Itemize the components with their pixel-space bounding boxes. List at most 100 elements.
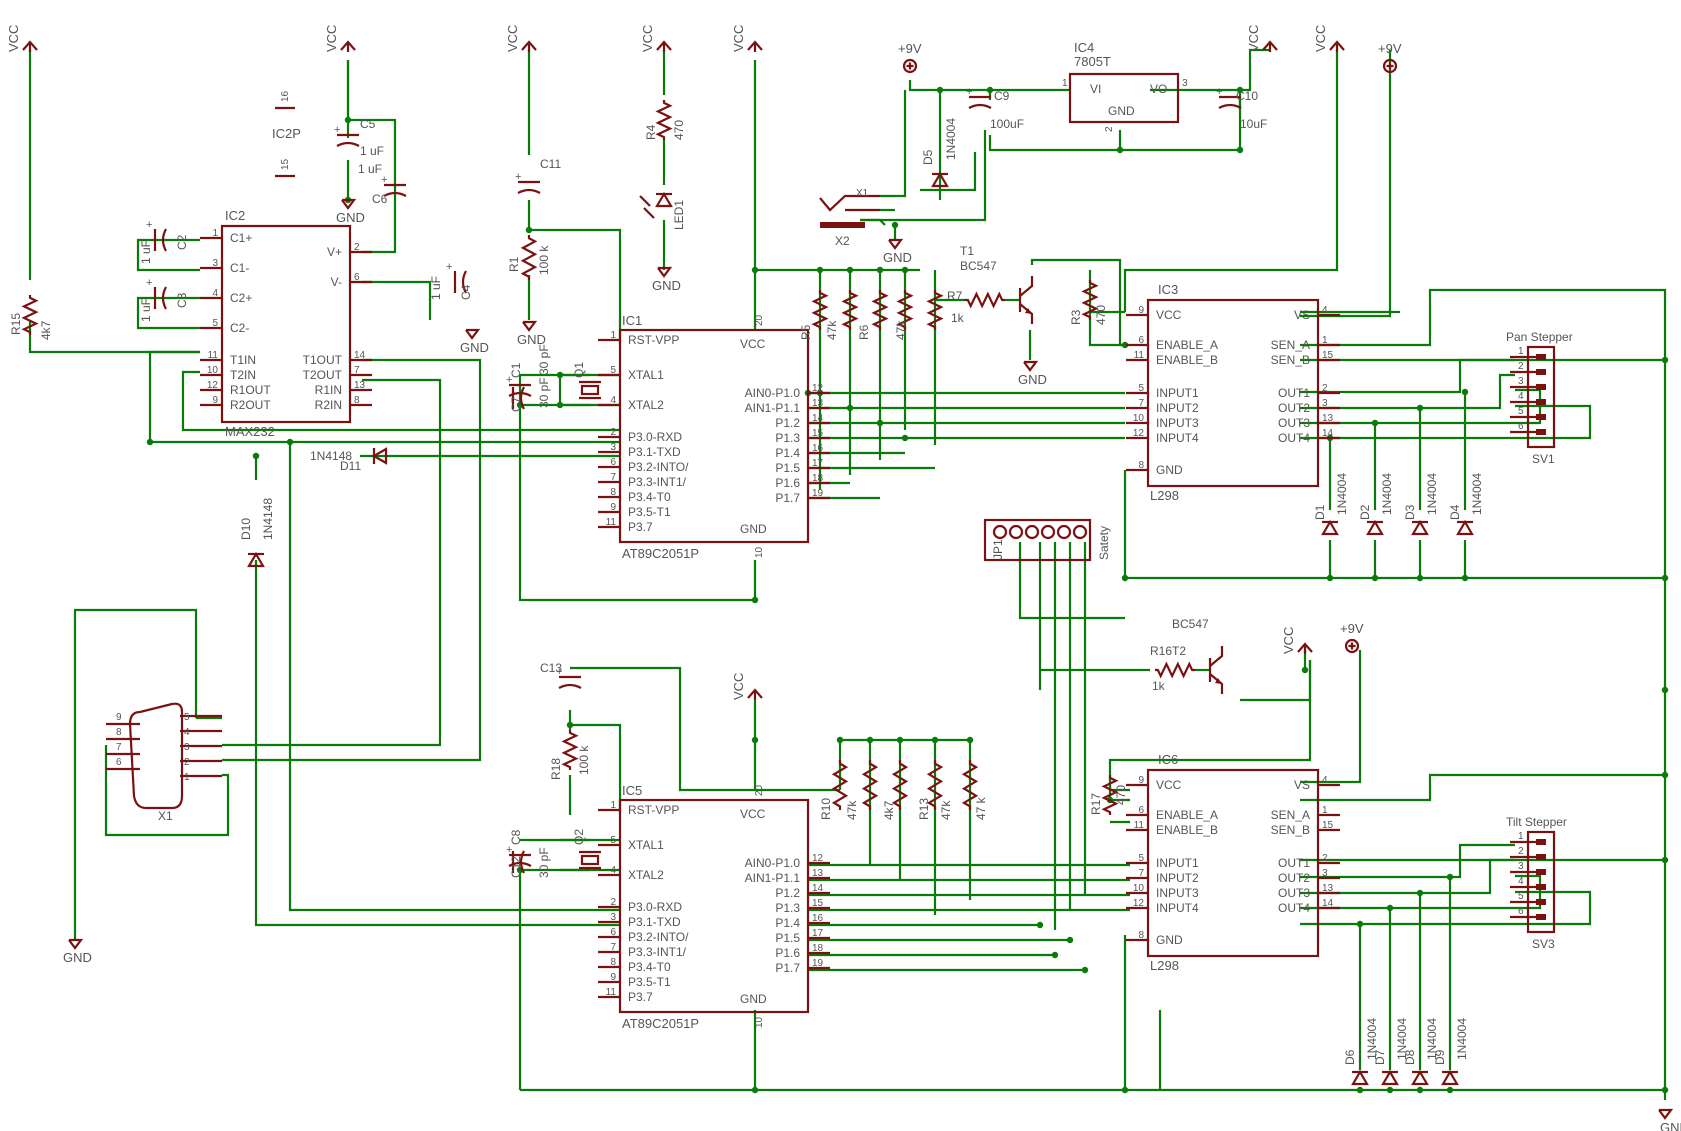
junction-dot	[344, 116, 352, 124]
pin-label: P1.5	[775, 931, 800, 945]
ref-label: D4	[1448, 504, 1462, 520]
pin-number: 16	[280, 90, 291, 102]
pin-label: SEN_B	[1271, 353, 1310, 367]
pin-label: P3.2-INTO/	[628, 460, 689, 474]
pin-label: ENABLE_A	[1156, 338, 1218, 352]
ic4-type: 7805T	[1074, 54, 1111, 69]
transistor-t2	[1208, 646, 1224, 694]
pin-label: P3.0-RXD	[628, 430, 682, 444]
ref-label: R16	[1150, 644, 1172, 658]
pin-number: 1	[610, 800, 616, 811]
pin-number: 13	[1322, 883, 1334, 894]
ref-label: R4	[644, 124, 658, 140]
driver-name: IC3	[1158, 282, 1178, 297]
plus-9v-label: +9V	[1378, 41, 1402, 56]
junction-dot	[896, 736, 904, 744]
pin-number: 2	[1518, 846, 1524, 857]
diode-d4	[1456, 519, 1474, 536]
value-label: 1 uF	[358, 162, 382, 176]
ref-label: D8	[1403, 1049, 1417, 1065]
pin-number: 8	[1138, 930, 1144, 941]
ref-label: C9	[994, 89, 1010, 103]
pin-label: VCC	[740, 337, 766, 351]
junction-dot	[836, 736, 844, 744]
value-label: 47k	[939, 800, 953, 820]
pin-number: 3	[212, 258, 218, 269]
ic2p-name: IC2P	[272, 126, 301, 141]
pin-number: 9	[1138, 305, 1144, 316]
pin-label: INPUT3	[1156, 416, 1199, 430]
pin-number: 7	[610, 942, 616, 953]
plus-9v-label: +9V	[1340, 621, 1364, 636]
pin-number: 1	[1062, 78, 1068, 89]
value-label: 47k	[845, 800, 859, 820]
capacitor-c9: +	[966, 86, 992, 109]
pin-label: VS	[1294, 778, 1310, 792]
vcc-label: VCC	[1313, 25, 1328, 52]
pin-label: SEN_A	[1271, 808, 1310, 822]
ref-label: Q2	[572, 829, 586, 845]
ref-label: R5	[799, 324, 813, 340]
junction-dot	[1036, 921, 1044, 929]
pin-number: 13	[812, 868, 824, 879]
resistor-r9	[896, 290, 914, 330]
junction-dot	[1446, 1086, 1454, 1094]
junction-dot	[1051, 951, 1059, 959]
resistor-r15	[21, 295, 39, 335]
pin-number: 19	[812, 958, 824, 969]
pin-label: INPUT2	[1156, 871, 1199, 885]
pin-label: RST-VPP	[628, 333, 679, 347]
pin-label: ENABLE_B	[1156, 353, 1218, 367]
pin-label: P1.3	[775, 431, 800, 445]
crystal-q2	[579, 850, 601, 870]
pin-label: OUT3	[1278, 886, 1310, 900]
pin-label: P1.7	[775, 491, 800, 505]
value-label: 1N4004	[1425, 473, 1439, 515]
junction-dot	[816, 266, 824, 274]
driver-type: L298	[1150, 488, 1179, 503]
ref-label: T1	[960, 244, 974, 258]
diode-d2	[1366, 519, 1384, 536]
pin-number: 18	[812, 473, 824, 484]
pin-label: GND	[740, 522, 767, 536]
value-label: 1N4148	[310, 449, 352, 463]
ref-label: C7	[509, 396, 523, 412]
value-label: 4k7	[39, 320, 53, 340]
pin-label: ENABLE_A	[1156, 808, 1218, 822]
pin-number: 14	[812, 413, 824, 424]
resistor-r19	[961, 760, 979, 810]
mcu-name: IC1	[622, 313, 642, 328]
pin-number: 12	[1133, 898, 1145, 909]
pin-label: P1.3	[775, 901, 800, 915]
junction-dot	[1461, 388, 1469, 396]
ref-label: D6	[1343, 1049, 1357, 1065]
pin-number: 9	[212, 395, 218, 406]
value-label: 1k	[951, 311, 965, 325]
pin-label: INPUT2	[1156, 401, 1199, 415]
junction-dot	[1461, 574, 1469, 582]
value-label: BC547	[1172, 617, 1209, 631]
pin-number: 14	[1322, 428, 1334, 439]
vcc-label: VCC	[324, 25, 339, 52]
mcu-name: IC5	[622, 783, 642, 798]
pin-label: P3.1-TXD	[628, 445, 681, 459]
vcc-supply-symbol	[656, 40, 672, 52]
value-label: 1 uF	[360, 144, 384, 158]
resistor-r7	[965, 291, 1005, 309]
ref-label: R1	[507, 256, 521, 272]
pin-label: VCC	[1156, 778, 1182, 792]
junction-dot	[1416, 889, 1424, 897]
pin-label: T2IN	[230, 368, 256, 382]
pin-label: OUT2	[1278, 401, 1310, 415]
x2-jack-icon	[820, 222, 865, 228]
pin-label: R1IN	[315, 383, 342, 397]
ref-label: C5	[360, 117, 376, 131]
pin-label: P3.2-INTO/	[628, 930, 689, 944]
plus-mark: +	[506, 374, 512, 386]
gnd-label: GND	[336, 210, 365, 225]
pin-number: 8	[610, 957, 616, 968]
vcc-supply-symbol	[1329, 40, 1345, 52]
pin-label: P1.2	[775, 886, 800, 900]
pin-number: 1	[212, 228, 218, 239]
value-label: 1N4004	[1455, 1018, 1469, 1060]
